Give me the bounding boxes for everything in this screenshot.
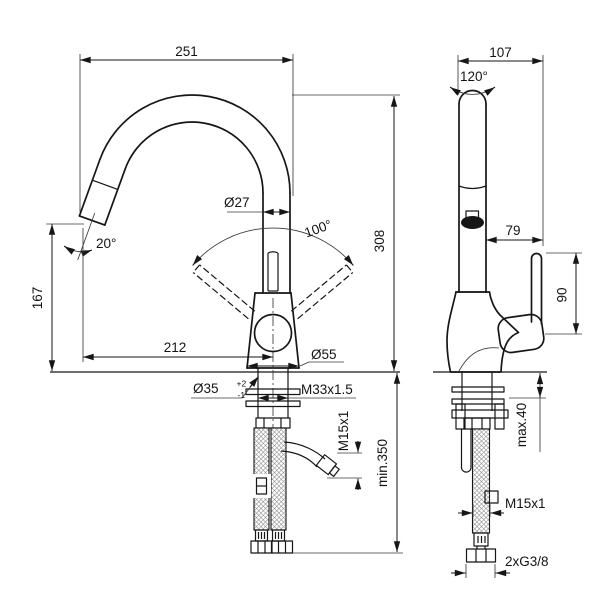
dim-100deg-label: 100° bbox=[302, 217, 333, 241]
dim-79-label: 79 bbox=[505, 223, 520, 238]
spout-side bbox=[458, 89, 487, 293]
dim-79: 79 bbox=[486, 223, 543, 244]
dim-120deg: 120° bbox=[449, 69, 496, 96]
dim-g38-label: 2xG3/8 bbox=[505, 554, 549, 569]
dim-90-label: 90 bbox=[555, 287, 570, 302]
dim-m15-front: M15x1 bbox=[327, 411, 362, 490]
side-view: 107 120° 79 90 max.40 bbox=[433, 45, 582, 578]
dim-min350: min.350 bbox=[293, 373, 403, 554]
dim-308: 308 bbox=[292, 94, 400, 371]
handle-socket bbox=[497, 313, 545, 354]
dim-167: 167 bbox=[30, 223, 84, 371]
front-view: 251 Ø27 100° 20° 167 bbox=[30, 44, 403, 554]
aerator bbox=[461, 216, 484, 229]
spout-outline bbox=[78, 94, 291, 294]
dim-g38: 2xG3/8 bbox=[451, 554, 549, 578]
dim-min350-label: min.350 bbox=[375, 439, 390, 487]
dim-o35: Ø35 +2 -1 bbox=[191, 376, 259, 400]
dim-107-label: 107 bbox=[489, 45, 512, 60]
dim-212: 212 bbox=[82, 228, 273, 362]
dim-251-label: 251 bbox=[175, 44, 198, 59]
dim-o35-label: Ø35 bbox=[193, 381, 219, 396]
dim-o35-tol-plus: +2 bbox=[237, 379, 247, 389]
dim-120deg-label: 120° bbox=[460, 69, 488, 84]
supply-hoses bbox=[250, 427, 294, 554]
dim-212-label: 212 bbox=[164, 340, 187, 355]
dim-20deg-label: 20° bbox=[96, 236, 116, 251]
dim-o55-label: Ø55 bbox=[311, 347, 337, 362]
dim-20deg: 20° bbox=[63, 212, 116, 261]
dim-o27-label: Ø27 bbox=[224, 195, 250, 210]
dim-100deg: 100° bbox=[192, 217, 354, 266]
dim-o55: Ø55 bbox=[247, 347, 344, 370]
lever-handle bbox=[267, 251, 279, 292]
dim-o27: Ø27 bbox=[224, 195, 290, 216]
dim-m33-label: M33x1.5 bbox=[301, 382, 353, 397]
dim-90: 90 bbox=[545, 252, 582, 335]
dim-251: 251 bbox=[79, 44, 294, 212]
faucet-body-side bbox=[446, 252, 545, 373]
dim-m33: M33x1.5 bbox=[258, 382, 356, 402]
dim-max40: max.40 bbox=[509, 373, 546, 452]
dim-308-label: 308 bbox=[372, 230, 387, 253]
supply-hose-side bbox=[460, 428, 499, 563]
dim-167-label: 167 bbox=[30, 287, 45, 310]
mounting-shank-side bbox=[451, 372, 509, 430]
dim-max40-label: max.40 bbox=[514, 403, 529, 447]
dim-m15-side: M15x1 bbox=[458, 496, 546, 517]
lever-rod-side bbox=[530, 252, 543, 325]
dim-m15-side-label: M15x1 bbox=[505, 496, 546, 511]
lever-swivel-dashed bbox=[192, 264, 354, 320]
dim-o35-tol-minus: -1 bbox=[238, 390, 246, 400]
dim-m15-front-label: M15x1 bbox=[336, 411, 351, 452]
spray-hose bbox=[280, 441, 340, 477]
